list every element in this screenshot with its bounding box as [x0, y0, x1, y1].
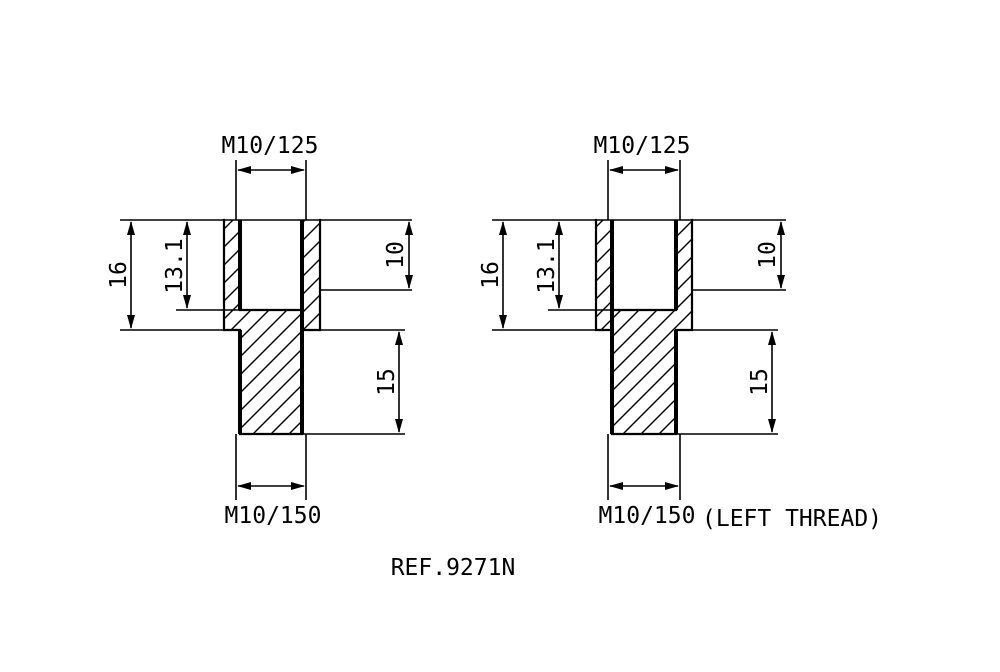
left-hatch-line — [224, 220, 275, 434]
right-hatch-line — [596, 220, 645, 434]
right-hatch-line — [634, 220, 692, 434]
right-hatch-line — [616, 220, 692, 434]
right-hatch-line — [596, 220, 681, 434]
left-hatch-line — [224, 220, 257, 434]
right-dim-15-label: 15 — [747, 368, 773, 396]
left-hatch-line — [224, 220, 320, 434]
right-hatch-line — [598, 220, 692, 434]
right-top-thread-label: M10/125 — [594, 133, 691, 159]
left-hatch-line — [224, 220, 320, 434]
left-dim-13-1-label: 13.1 — [162, 238, 188, 293]
right-dim-10-label: 10 — [755, 241, 781, 269]
left-hatch-line — [318, 220, 320, 434]
right-hatching — [596, 215, 932, 440]
right-bottom-thread-label: M10/150 — [599, 503, 696, 529]
left-bottom-thread-label: M10/150 — [225, 503, 322, 529]
left-hatch-line — [264, 220, 320, 434]
right-part: M10/125 M10/150 (LEFT THREAD) 16 13.1 10… — [478, 133, 932, 532]
left-dim-10-label: 10 — [383, 241, 409, 269]
left-hatching — [224, 215, 562, 440]
right-hatch-line — [670, 220, 692, 434]
left-hatch-line — [228, 220, 320, 434]
right-hatch-line — [596, 220, 692, 434]
left-hatch-line — [224, 220, 320, 434]
right-hatch-line — [596, 220, 692, 434]
left-hatch-line — [224, 220, 320, 434]
right-part-outline — [594, 218, 694, 436]
left-hatch-line — [337, 215, 562, 440]
left-hatch-line — [300, 220, 320, 434]
left-dim-16-label: 16 — [106, 261, 132, 289]
left-part: M10/125 M10/150 16 13.1 10 15 — [106, 133, 562, 529]
right-dim-16-label: 16 — [478, 261, 504, 289]
right-hatch-line — [707, 215, 932, 440]
left-hatch-line — [224, 220, 311, 434]
left-hatch-line — [224, 220, 320, 434]
right-hatch-line — [688, 220, 692, 434]
right-hatch-line — [596, 220, 692, 434]
left-hatch-line — [246, 220, 320, 434]
reference-label: REF.9271N — [391, 555, 516, 581]
right-thread-note: (LEFT THREAD) — [702, 506, 882, 532]
left-hatch-line — [224, 220, 239, 434]
left-hatch-line — [224, 220, 320, 434]
right-hatch-line — [596, 220, 692, 434]
right-hatch-line — [596, 220, 692, 434]
right-hatch-line — [596, 220, 609, 434]
right-hatch-line — [596, 220, 627, 434]
right-dim-13-1-label: 13.1 — [534, 238, 560, 293]
left-top-thread-label: M10/125 — [222, 133, 319, 159]
left-dim-15-label: 15 — [374, 368, 400, 396]
right-hatch-line — [596, 220, 692, 434]
left-part-outline — [222, 218, 322, 436]
